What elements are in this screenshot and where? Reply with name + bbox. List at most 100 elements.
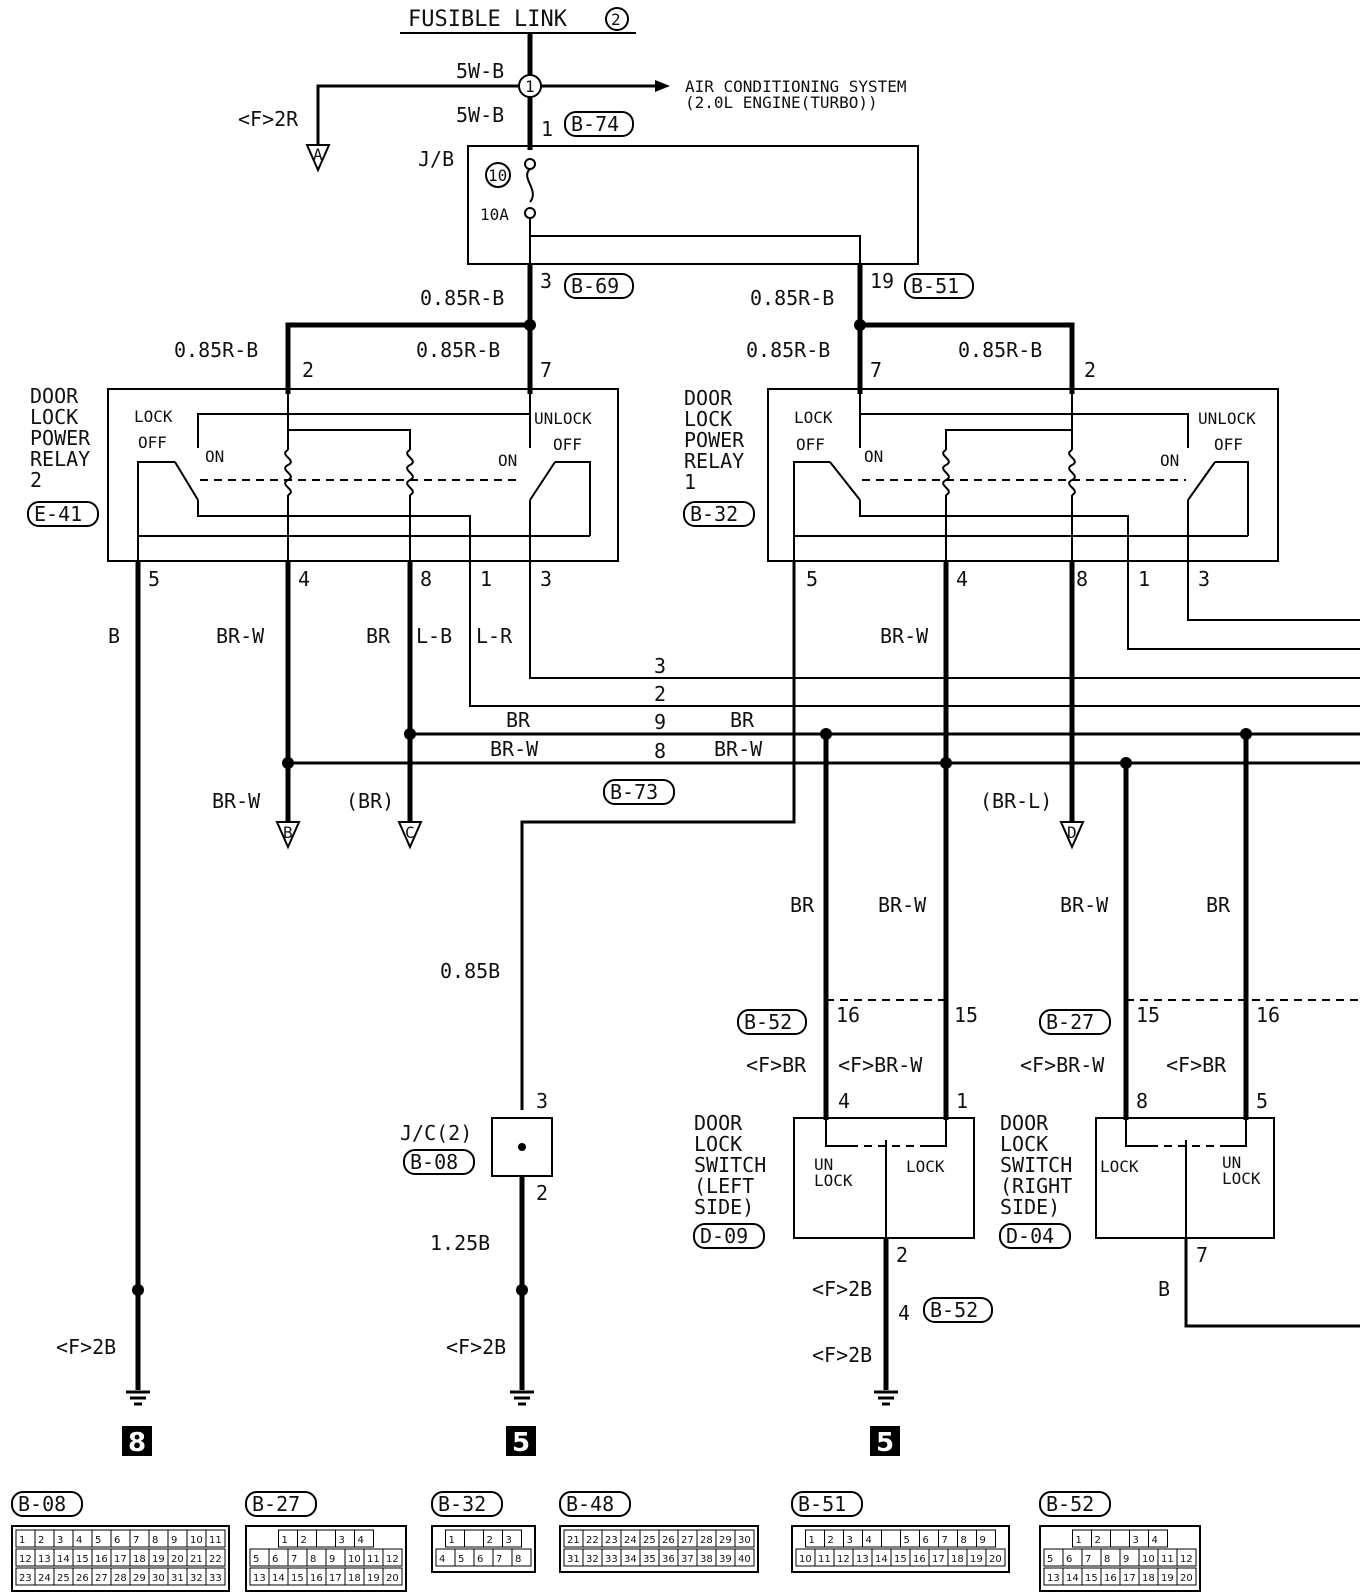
connector-pin-number: 9 xyxy=(171,1535,177,1546)
svg-text:D-04: D-04 xyxy=(1006,1224,1054,1248)
svg-text:ON: ON xyxy=(498,451,517,470)
connector-pin-number: 19 xyxy=(152,1554,165,1565)
connector-pin-number: 11 xyxy=(1161,1554,1174,1565)
connector-pin xyxy=(205,1529,226,1548)
svg-text:(LEFT: (LEFT xyxy=(694,1174,754,1198)
svg-text:5: 5 xyxy=(512,1428,530,1458)
svg-text:POWER: POWER xyxy=(684,428,745,452)
svg-text:OFF: OFF xyxy=(796,435,825,454)
svg-text:2: 2 xyxy=(30,468,42,492)
svg-text:0.85B: 0.85B xyxy=(440,959,500,983)
svg-text:<F>BR: <F>BR xyxy=(746,1053,807,1077)
connector-pin-number: 25 xyxy=(57,1573,70,1584)
connector-pin-number: 19 xyxy=(1161,1573,1174,1584)
fusible-link: FUSIBLE LINK 2 xyxy=(400,7,636,34)
relay2-connector: E-41 xyxy=(34,502,82,526)
connector-view-label: B-51 xyxy=(798,1492,846,1516)
wire-lb-label: L-B xyxy=(416,624,452,648)
svg-text:POWER: POWER xyxy=(30,426,91,450)
connector-pin-number: 10 xyxy=(799,1554,812,1565)
connector-pin-number: 14 xyxy=(57,1554,70,1565)
connector-pin-number: 27 xyxy=(681,1535,694,1546)
connector-pin-number: 30 xyxy=(152,1573,165,1584)
connector-pin-number: 5 xyxy=(95,1535,101,1546)
connector-pin-number: 29 xyxy=(719,1535,732,1546)
svg-text:DOOR: DOOR xyxy=(694,1111,743,1135)
connector-b69-tag: B-69 xyxy=(564,273,634,299)
connector-pin-number: 8 xyxy=(1104,1554,1110,1565)
connector-pin-number: 3 xyxy=(847,1535,853,1546)
connector-pin-number: 2 xyxy=(301,1535,307,1546)
coil-icon xyxy=(942,449,950,496)
connector-pin-number: 11 xyxy=(367,1554,380,1565)
coil-icon xyxy=(1068,449,1076,496)
door-lock-switch-left: B-52 16 15 <F>BR <F>BR-W 4 1 DOOR LOCK S… xyxy=(693,999,993,1390)
connector-pin xyxy=(1176,1548,1197,1567)
connector-pin-number: 1 xyxy=(282,1535,288,1546)
connector-pin-number: 1 xyxy=(19,1535,25,1546)
connector-pin-number: 13 xyxy=(1047,1573,1060,1584)
connector-pin-number: 19 xyxy=(970,1554,983,1565)
svg-text:SIDE): SIDE) xyxy=(1000,1195,1060,1219)
door-lock-switch-right: B-27 15 16 <F>BR-W <F>BR 8 5 DOOR LOCK S… xyxy=(999,999,1360,1328)
svg-text:LOCK: LOCK xyxy=(1222,1169,1261,1188)
svg-text:B-52: B-52 xyxy=(744,1010,792,1034)
svg-text:4: 4 xyxy=(956,567,968,591)
relay2-feed-wire: 0.85R-B xyxy=(420,286,504,310)
connector-pin-number: 28 xyxy=(114,1573,127,1584)
svg-text:B: B xyxy=(1158,1277,1170,1301)
connector-pin-number: 2 xyxy=(1095,1535,1101,1546)
connector-pin-number: 36 xyxy=(662,1554,675,1565)
connector-pin-number: 33 xyxy=(209,1573,222,1584)
svg-text:3: 3 xyxy=(654,654,666,678)
connector-pin xyxy=(382,1548,403,1567)
connector-pin-number: 23 xyxy=(19,1573,32,1584)
connector-pin-number: 20 xyxy=(171,1554,184,1565)
fuse-number: 10 xyxy=(488,166,507,185)
svg-text:8: 8 xyxy=(1076,567,1088,591)
svg-text:7: 7 xyxy=(1196,1243,1208,1267)
connector-pin-number: 15 xyxy=(1085,1573,1098,1584)
connector-pin-number: 11 xyxy=(818,1554,831,1565)
wire-5wb-label-2: 5W-B xyxy=(456,103,504,127)
connector-pin-number: 20 xyxy=(1180,1573,1193,1584)
junction-block: J/B 10 10A xyxy=(418,145,919,265)
connector-pin-number: 33 xyxy=(605,1554,618,1565)
svg-text:LOCK: LOCK xyxy=(1000,1132,1048,1156)
connector-b73-tag: B-73 xyxy=(603,779,675,805)
connector-pin-number: 23 xyxy=(605,1535,618,1546)
svg-text:(RIGHT: (RIGHT xyxy=(1000,1174,1072,1198)
connector-pin-number: 1 xyxy=(449,1535,455,1546)
svg-text:3: 3 xyxy=(1198,567,1210,591)
connector-pin-number: 6 xyxy=(1066,1554,1072,1565)
svg-text:B-69: B-69 xyxy=(571,274,619,298)
jb-label: J/B xyxy=(418,147,454,171)
connector-pin-number: 5 xyxy=(253,1554,259,1565)
connector-pin-number: 26 xyxy=(76,1573,89,1584)
connector-pin-number: 6 xyxy=(923,1535,929,1546)
fusible-link-label: FUSIBLE LINK xyxy=(408,7,568,32)
connector-pin-number: 10 xyxy=(1142,1554,1155,1565)
wire-brw-label: BR-W xyxy=(216,624,265,648)
relay1-pin-7: 7 xyxy=(870,358,882,382)
ac-system-sublabel: (2.0L ENGINE(TURBO)) xyxy=(685,93,878,112)
connector-pin-number: 6 xyxy=(272,1554,278,1565)
wire-harness: B BR-W BR L-B L-R 3 2 9 8 BR BR BR-W BR-… xyxy=(108,561,1360,1390)
connector-pin-number: 29 xyxy=(133,1573,146,1584)
wire-f2r-label: <F>2R xyxy=(238,107,299,131)
relay1-feed-wire: 0.85R-B xyxy=(750,286,834,310)
svg-text:8: 8 xyxy=(420,567,432,591)
svg-text:UN: UN xyxy=(1222,1153,1241,1172)
svg-text:4: 4 xyxy=(298,567,310,591)
connector-pin-number: 18 xyxy=(348,1573,361,1584)
svg-text:B-27: B-27 xyxy=(1046,1010,1094,1034)
connector-pin-number: 17 xyxy=(114,1554,127,1565)
connector-pin-number: 31 xyxy=(171,1573,184,1584)
wire-5wb-label: 5W-B xyxy=(456,59,504,83)
connector-pin-number: 21 xyxy=(567,1535,580,1546)
connector-pin-number: 5 xyxy=(1047,1554,1053,1565)
connector-pin xyxy=(205,1548,226,1567)
